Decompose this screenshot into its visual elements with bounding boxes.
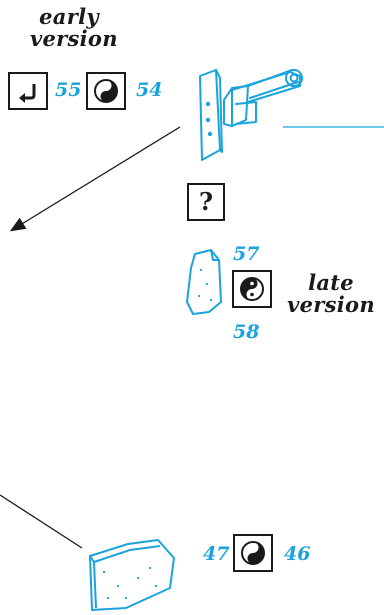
bottom-plate-drawing bbox=[89, 539, 175, 611]
early-part-number-a: 55 bbox=[55, 79, 82, 101]
unknown-part-box: ? bbox=[187, 183, 225, 221]
yinyang-icon bbox=[86, 72, 126, 110]
early-bracket-assembly-drawing bbox=[199, 69, 303, 161]
late-version-caption: late version bbox=[282, 272, 380, 316]
bottom-part-number-a: 47 bbox=[203, 543, 230, 565]
early-version-caption: early version bbox=[30, 4, 118, 51]
early-caption-line1: early bbox=[39, 4, 99, 29]
yinyang-icon bbox=[233, 534, 273, 572]
yinyang-icon bbox=[232, 270, 272, 308]
early-part-number-b: 54 bbox=[136, 79, 163, 101]
unknown-symbol: ? bbox=[198, 187, 214, 216]
late-part-number-b: 58 bbox=[233, 321, 260, 343]
return-arrow-icon bbox=[8, 72, 48, 110]
leader-line-upper bbox=[9, 126, 181, 232]
late-part-number-a: 57 bbox=[233, 243, 260, 265]
leader-line-lower bbox=[0, 494, 83, 549]
late-plate-drawing bbox=[186, 249, 222, 315]
late-caption-line2: version bbox=[287, 292, 375, 317]
early-caption-line2: version bbox=[30, 26, 118, 51]
late-caption-line1: late bbox=[308, 270, 354, 295]
bottom-part-number-b: 46 bbox=[284, 543, 311, 565]
